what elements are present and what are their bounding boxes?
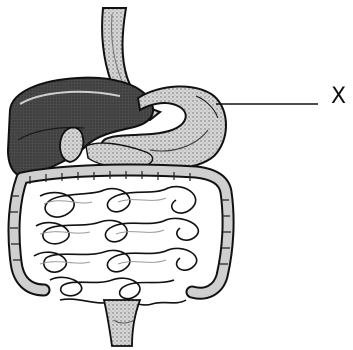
gallbladder [60,127,83,162]
label-x: X [331,86,346,108]
rectum [104,300,140,346]
small-intestine [34,187,198,305]
